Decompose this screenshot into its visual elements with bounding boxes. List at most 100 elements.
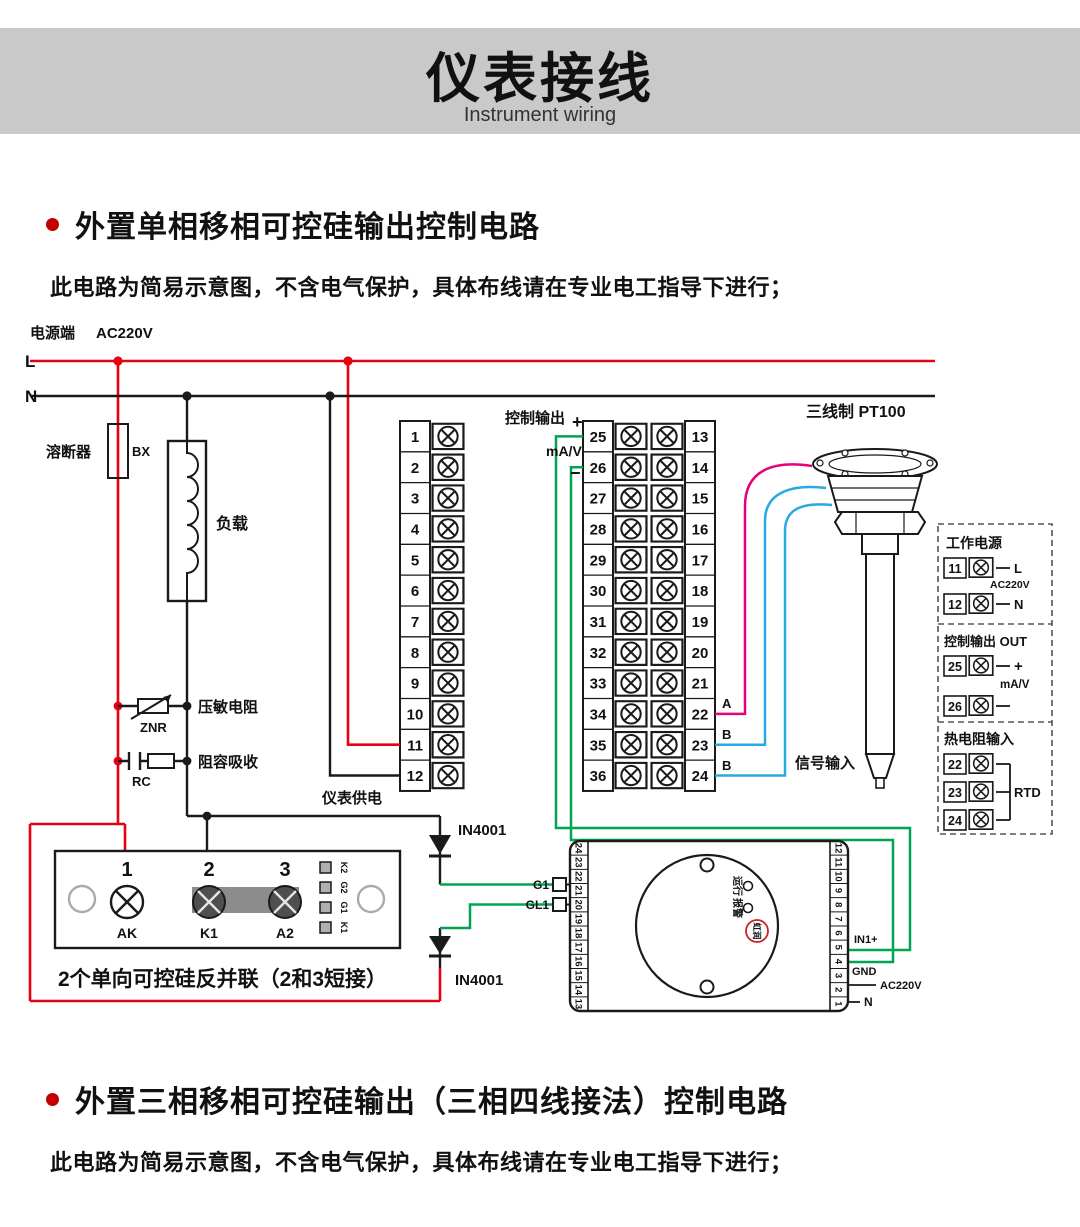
black-circuit	[30, 394, 935, 886]
terminal-number: 15	[692, 491, 709, 508]
in1-label: IN1+	[854, 934, 878, 946]
terminal-number: 7	[411, 614, 419, 631]
terminal-number: 29	[590, 552, 607, 569]
module-strip-number: 20	[573, 899, 584, 910]
red-power-net	[28, 359, 935, 1003]
fuse-code-label: BX	[132, 444, 150, 459]
diode-bottom-label: IN4001	[455, 972, 503, 989]
terminal-number: 8	[411, 645, 419, 662]
scr-terminal-3: 3	[279, 859, 290, 881]
legend-term-11: 11	[948, 562, 961, 576]
alarm-label: 报警	[731, 898, 744, 918]
legend-term-22: 22	[948, 758, 962, 772]
diode-top: IN4001	[429, 816, 506, 885]
terminal-number: 12	[407, 768, 424, 785]
fuse-symbol	[107, 423, 129, 479]
terminal-number: 35	[590, 737, 607, 754]
diode-top-label: IN4001	[458, 822, 506, 839]
alarm-indicator	[742, 902, 754, 914]
module-strip-number: 11	[833, 857, 844, 868]
module-strip-number: 17	[573, 942, 584, 953]
terminal-number: 36	[590, 768, 607, 785]
page-title: 仪表接线	[426, 49, 654, 109]
brand-logo	[745, 919, 769, 943]
terminal-number: 21	[692, 676, 709, 693]
varistor-label: 压敏电阻	[198, 698, 258, 716]
terminal-number: 34	[590, 706, 607, 723]
gl1-label: GL1	[526, 898, 550, 912]
legend-l-label: L	[1014, 561, 1022, 576]
terminal-number: 14	[692, 460, 709, 477]
legend-rtd-label: RTD	[1014, 785, 1041, 800]
module-strip-number: 8	[833, 902, 844, 907]
control-minus-label: −	[570, 463, 581, 483]
terminal-number: 18	[692, 583, 709, 600]
scr-screw-3	[268, 885, 302, 919]
scr-terminal-2: 2	[203, 859, 214, 881]
section2-title: 外置三相移相可控硅输出（三相四线接法）控制电路	[75, 1086, 788, 1119]
terminal-blocks: 1234567891011122526272829303132333435361…	[399, 420, 716, 792]
power-source-label: 电源端	[30, 324, 75, 342]
terminal-number: 3	[411, 491, 419, 508]
strip-k2: K2	[339, 862, 349, 874]
terminal-number: 11	[407, 737, 423, 754]
terminal-number: 2	[411, 460, 419, 477]
strip-k1: K1	[339, 922, 349, 934]
terminal-number: 10	[407, 706, 424, 723]
terminal-left-screws	[431, 422, 465, 790]
terminal-number: 6	[411, 583, 419, 600]
module-strip-number: 2	[833, 987, 844, 992]
module-strip-number: 15	[573, 970, 584, 981]
legend-term-24: 24	[948, 814, 962, 828]
power-voltage-label: AC220V	[96, 325, 153, 342]
legend-plus-label: +	[1014, 658, 1023, 675]
terminal-number: 26	[590, 460, 607, 477]
terminal-number: 32	[590, 645, 607, 662]
module-strip-number: 6	[833, 930, 844, 935]
fuse-label: 溶断器	[46, 443, 92, 461]
scr-module-box: 1 2 3 AK K1 A2 K2 G2 G1 K1	[53, 849, 402, 950]
terminal-number: 4	[411, 521, 420, 538]
terminal-number: 17	[692, 552, 709, 569]
module-ac-label: AC220V	[880, 980, 922, 992]
module-strip-number: 23	[573, 857, 584, 868]
scr-terminal-1: 1	[121, 859, 132, 881]
strip-g2: G2	[339, 881, 349, 893]
terminal-number: 1	[411, 429, 419, 446]
terminal-number: 24	[692, 768, 709, 785]
control-mav-label: mA/V	[546, 443, 582, 459]
terminal-number: 16	[692, 521, 709, 538]
module-strip-number: 9	[833, 888, 844, 893]
legend-power-title: 工作电源	[946, 535, 1002, 551]
module-strip-number: 4	[833, 959, 844, 965]
module-strip-number: 7	[833, 916, 844, 921]
terminal-number: 25	[590, 429, 607, 446]
diode-bottom: IN4001	[429, 928, 503, 989]
legend-n-label: N	[1014, 597, 1023, 612]
module-strip-number: 14	[573, 984, 584, 995]
module-power-leads	[848, 984, 876, 1003]
signal-wires	[715, 463, 833, 777]
pt100-sensor	[812, 448, 938, 789]
section1-title-row: 外置单相移相可控硅输出控制电路	[46, 202, 1080, 246]
terminal-number: 23	[692, 737, 709, 754]
terminal-number: 27	[590, 491, 607, 508]
bullet-icon	[46, 1092, 59, 1106]
scr-gate-strip: K2 G2 G1 K1	[319, 861, 349, 934]
wiring-diagram: 1234567891011122526272829303132333435361…	[25, 324, 1053, 1013]
section2-title-row: 外置三相移相可控硅输出（三相四线接法）控制电路	[46, 1077, 1080, 1121]
terminal-number: 13	[692, 429, 709, 446]
load-label: 负载	[216, 514, 248, 533]
strip-g1: G1	[339, 901, 349, 913]
control-output-label: 控制输出	[505, 409, 565, 427]
module-strip-number: 19	[573, 914, 584, 925]
module-strip-number: 1	[833, 1001, 844, 1007]
gate-terminals: G1 GL1	[526, 877, 570, 912]
section1-note: 此电路为简易示意图，不含电气保护，具体布线请在专业电工指导下进行；	[50, 275, 793, 300]
legend-mav-label: mA/V	[1000, 679, 1030, 691]
module-n-label: N	[864, 995, 873, 1009]
bullet-icon	[46, 217, 59, 231]
